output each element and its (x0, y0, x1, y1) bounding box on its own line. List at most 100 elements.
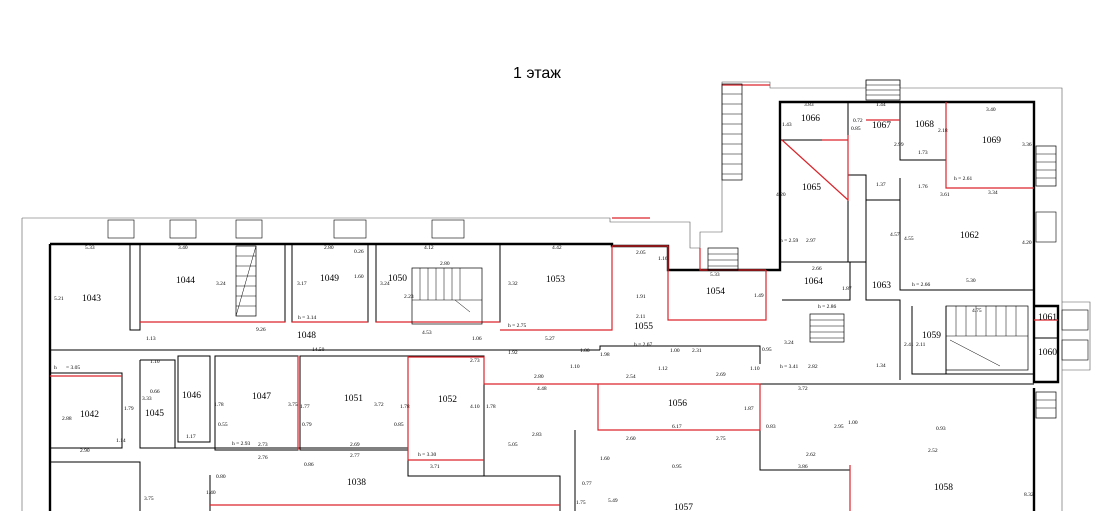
dimension-label: 1.77 (300, 404, 310, 410)
entrance-steps (707, 79, 1057, 419)
dimension-label: 1.87 (744, 406, 754, 412)
dimension-label: 2.90 (80, 448, 90, 454)
dimension-label: 2.11 (916, 342, 926, 348)
dimension-label: 0.77 (582, 481, 592, 487)
dimension-label: 2.54 (626, 374, 636, 380)
dimension-label: 5.33 (710, 272, 720, 278)
dimension-label: 1.00 (670, 348, 680, 354)
room-1050: 1050 (388, 274, 407, 284)
dimension-label: 2.99 (894, 142, 904, 148)
dimension-label: 2.88 (62, 416, 72, 422)
dimension-label: 4.55 (904, 236, 914, 242)
staircase-1 (235, 245, 257, 317)
dimension-label: h = 3.14 (298, 315, 316, 321)
room-1044: 1044 (176, 276, 195, 286)
interior-walls (50, 102, 1058, 511)
dimension-label: 1.76 (918, 184, 928, 190)
dimension-label: 2.75 (716, 436, 726, 442)
dimension-label: 0.93 (936, 426, 946, 432)
dimension-label: 1.00 (580, 348, 590, 354)
dimension-label: 1.49 (754, 293, 764, 299)
dimension-label: 1.44 (876, 102, 886, 108)
dimension-label: 1.13 (146, 336, 156, 342)
dimension-label: 4.10 (470, 404, 480, 410)
dimension-label: 1.34 (876, 363, 886, 369)
dimension-label: 2.77 (350, 453, 360, 459)
dimension-label: 3.34 (988, 190, 998, 196)
dimension-label: 3.72 (374, 402, 384, 408)
dimension-label: 3.33 (142, 396, 152, 402)
dimension-label: 0.85 (394, 422, 404, 428)
dimension-label: 0.86 (304, 462, 314, 468)
room-1038: 1038 (347, 478, 366, 488)
dimension-label: 2.83 (532, 432, 542, 438)
dimension-label: 3.83 (804, 102, 814, 108)
dimension-label: 4.42 (552, 245, 562, 251)
dimension-label: 1.78 (400, 404, 410, 410)
dimension-label: 6.17 (672, 424, 682, 430)
dimension-label: 3.24 (380, 281, 390, 287)
dimension-label: 3.75 (288, 402, 298, 408)
dimension-label: 5.33 (85, 245, 95, 251)
dimension-label: 2.73 (470, 358, 480, 364)
dimension-label: 1.10 (150, 359, 160, 365)
dimension-label: 5.27 (545, 336, 555, 342)
dimension-label: h = 3.41 (780, 364, 798, 370)
dimension-label: 1.79 (124, 406, 134, 412)
dimension-label: 2.73 (258, 442, 268, 448)
dimension-label: 0.26 (354, 249, 364, 255)
staircase-2 (411, 267, 483, 325)
dimension-label: 1.00 (848, 420, 858, 426)
dimension-label: 4.57 (890, 232, 900, 238)
staircase-5 (809, 313, 845, 343)
room-1058: 1058 (934, 483, 953, 493)
room-1049: 1049 (320, 274, 339, 284)
dimension-label: 0.79 (302, 422, 312, 428)
dimension-label: 2.66 (812, 266, 822, 272)
room-1057: 1057 (674, 503, 693, 511)
dimension-label: 1.60 (354, 274, 364, 280)
dimension-label: h = 2.66 (912, 282, 930, 288)
room-1047: 1047 (252, 392, 271, 402)
dimension-label: = 3.05 (66, 365, 80, 371)
dimension-label: 2.60 (626, 436, 636, 442)
room-1059: 1059 (922, 331, 941, 341)
dimension-label: 1.12 (658, 366, 668, 372)
dimension-label: 4.75 (972, 308, 982, 314)
room-1056: 1056 (668, 399, 687, 409)
dimension-label: 4.12 (424, 245, 434, 251)
room-1066: 1066 (801, 114, 820, 124)
dimension-label: 4.53 (422, 330, 432, 336)
dimension-label: 1.06 (472, 336, 482, 342)
room-1055: 1055 (634, 322, 653, 332)
room-1069: 1069 (982, 136, 1001, 146)
room-1067: 1067 (872, 121, 891, 131)
dimension-label: 8.32 (1024, 492, 1034, 498)
dimension-label: 2.76 (258, 455, 268, 461)
dimension-label: 1.73 (918, 150, 928, 156)
dimension-label: 2.23 (404, 294, 414, 300)
dimension-label: 1.92 (508, 350, 518, 356)
dimension-label: 3.61 (940, 192, 950, 198)
dimension-label: 1.17 (186, 434, 196, 440)
dimension-label: 0.95 (672, 464, 682, 470)
room-1068: 1068 (915, 120, 934, 130)
dimension-label: 2.31 (692, 348, 702, 354)
dimension-label: 2.69 (716, 372, 726, 378)
dimension-label: 3.32 (508, 281, 518, 287)
room-1063: 1063 (872, 281, 891, 291)
dimension-label: 3.86 (798, 464, 808, 470)
dimension-label: 2.52 (928, 448, 938, 454)
outer-walls (21, 79, 1091, 511)
dimension-label: 1.60 (600, 456, 610, 462)
room-1043: 1043 (82, 294, 101, 304)
dimension-label: 0.83 (766, 424, 776, 430)
dimension-label: 0.66 (150, 389, 160, 395)
dimension-label: 1.10 (570, 364, 580, 370)
dimension-label: 1.40 (206, 490, 216, 496)
room-1062: 1062 (960, 231, 979, 241)
dimension-label: 0.85 (851, 126, 861, 132)
dimension-label: 3.24 (216, 281, 226, 287)
dimension-label: 2.41 (904, 342, 914, 348)
